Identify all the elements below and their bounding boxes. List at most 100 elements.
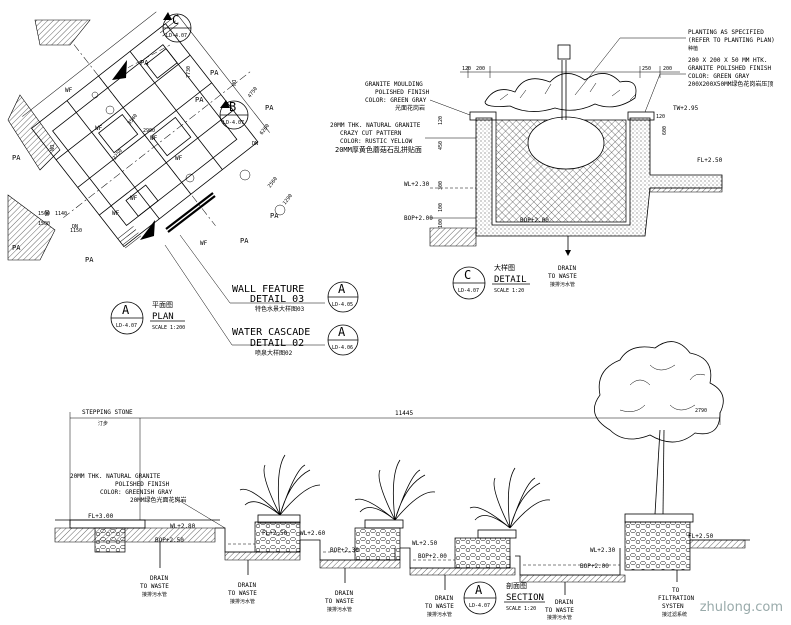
note-line: 20MM绿色光面花岗岩 — [130, 496, 186, 504]
drain-label: 接排污水管 — [550, 281, 575, 288]
plan-dim: 1500 — [38, 211, 50, 217]
plan-dn-label: DN — [252, 141, 258, 147]
level-label: BOP+2.00 — [404, 215, 433, 222]
section-view: 11445 2790 STEPPING STONE 汀步 20MM THK. N… — [54, 341, 750, 621]
drain-label: DRAIN — [555, 599, 573, 606]
level-label: FL+2.50 — [697, 157, 723, 164]
note-line: COLOR: GREEN GRAY — [365, 97, 427, 104]
level-label: WL+2.80 — [170, 523, 196, 530]
level-label: BOP+2.00 — [418, 553, 447, 560]
drain-label: 接排污水管 — [327, 606, 352, 613]
tree-planter — [624, 521, 691, 571]
callout-ref: LD-4.06 — [332, 345, 353, 351]
plan-area-label: PA — [12, 154, 21, 162]
plan-dim: 7730 — [186, 66, 192, 78]
note-line: PLANTING AS SPECIFIED — [688, 29, 764, 36]
plan-wf-label: WF — [112, 210, 120, 217]
title-tag-ref: LD-4.07 — [469, 603, 490, 609]
filtration-label: FILTRATION — [658, 595, 695, 602]
drain-label: 接排污水管 — [142, 591, 167, 598]
note-line: GRANITE POLISHED FINISH — [688, 65, 771, 72]
detail-shrub — [484, 44, 637, 120]
planter-wall — [475, 117, 723, 237]
water-cascade-callout[interactable]: WATER CASCADE DETAIL 02 喷泉大样图02 A LD-4.0… — [232, 324, 359, 357]
detail-title-tag: C LD-4.07 大样图 DETAIL SCALE 1:20 — [452, 263, 530, 300]
detail-c-view: 120 200 250 200 120 600 450 300 100 100 … — [330, 29, 775, 300]
detail-base-slab — [429, 227, 477, 247]
drain-label-group: DRAIN TO WASTE 接排污水管 — [325, 590, 354, 613]
level-label: WL+2.30 — [404, 181, 430, 188]
plan-tree-symbol — [239, 169, 251, 181]
callout-title: WATER CASCADE — [232, 327, 310, 338]
detail-dim: 120 — [462, 66, 471, 72]
note-line: COLOR: GREENISH GRAY — [100, 489, 173, 496]
plan-tree-symbol — [91, 91, 99, 99]
wall-feature-callout[interactable]: WALL FEATURE DETAIL 03 特色水景大样图03 A LD-4.… — [232, 281, 359, 313]
title-tag-letter: A — [475, 583, 483, 597]
plan-area-label: PA — [85, 256, 94, 264]
note-line: 200X200X50MM绿色花岗岩压顶 — [688, 80, 773, 88]
detail-dim: 300 — [438, 181, 444, 190]
plan-tree-symbol — [185, 173, 195, 183]
detail-dim: 450 — [438, 141, 444, 150]
plan-view: PA PA PA PA PA PA PA PA PA WF WF WF WF W… — [7, 10, 325, 346]
coping-stone — [627, 111, 655, 121]
filtration-label-group: TO FILTRATION SYSTEN 接过滤系统 — [658, 587, 695, 618]
callout-ref: LD-4.05 — [332, 302, 353, 308]
section-plant — [469, 467, 551, 529]
detail-dim: 200 — [663, 66, 672, 72]
plan-area-label: PA — [140, 59, 149, 67]
title-tag-ref: LD-4.07 — [458, 288, 479, 294]
plan-dim: 2250 — [112, 148, 124, 161]
stepping-stone-label: STEPPING STONE — [82, 409, 133, 416]
plan-wall-feature-line — [165, 192, 214, 230]
plan-wf-label: WF — [175, 155, 183, 162]
plan-dim: 6260 — [259, 123, 271, 136]
plan-section-arrow-icon — [112, 60, 127, 80]
total-dim: 11445 — [395, 410, 413, 417]
note-line: COLOR: RUSTIC YELLOW — [340, 138, 413, 145]
watermark: zhulong.com — [699, 600, 783, 615]
plan-tree-symbol — [105, 105, 115, 115]
drain-label: TO WASTE — [325, 598, 354, 605]
leader-line — [164, 244, 233, 346]
plan-wf-label: WF — [95, 125, 103, 132]
plan-wf-label: WF — [130, 195, 138, 202]
title-tag-letter: A — [122, 303, 130, 317]
drain-label: TO WASTE — [228, 590, 257, 597]
detail-dim: 100 — [438, 203, 444, 212]
right-dim: 2790 — [695, 408, 707, 414]
note-line: POLISHED FINISH — [115, 481, 170, 488]
planter-box — [454, 537, 511, 569]
plan-wf-label: WF — [150, 135, 158, 142]
plan-section-arrow-icon — [140, 220, 155, 240]
level-label: FL+3.00 — [88, 513, 114, 520]
plan-area-label: PA — [240, 237, 249, 245]
section-title-tag: A LD-4.07 剖面图 SECTION SCALE 1:20 — [463, 581, 545, 615]
plan-callout-c[interactable]: C LD-4.07 — [162, 10, 192, 43]
drain-label: 接排污水管 — [427, 611, 452, 618]
note-line: (REFER TO PLANTING PLAN) — [688, 37, 775, 44]
plan-area-label: PA — [265, 104, 274, 112]
level-label: BOP+2.30 — [330, 547, 359, 554]
detail-dim: 120 — [656, 114, 665, 120]
stepping-stone — [69, 519, 146, 529]
plan-paving-area — [7, 94, 61, 171]
note-line: CRAZY CUT PATTERN — [340, 130, 402, 137]
level-label: FL+2.50 — [688, 533, 714, 540]
note-crazy: 20MM THK. NATURAL GRANITE CRAZY CUT PATT… — [330, 122, 476, 154]
plan-wf-label: WF — [200, 240, 208, 247]
plan-callout-b[interactable]: B LD-4.07 — [219, 100, 249, 130]
drain-label-group: DRAIN TO WASTE 接排污水管 — [425, 595, 454, 618]
section-slab — [54, 527, 216, 543]
section-tree — [593, 341, 724, 515]
plan-dim: 1290 — [282, 193, 294, 206]
callout-title: WALL FEATURE — [232, 284, 304, 295]
callout-letter: A — [338, 282, 346, 296]
note-planting: PLANTING AS SPECIFIED (REFER TO PLANTING… — [574, 29, 775, 96]
note-line: 20MM厚黄色蘑菇石乱拼贴面 — [335, 145, 422, 154]
callout-letter: C — [172, 13, 179, 27]
drain-label: DRAIN — [335, 590, 353, 597]
